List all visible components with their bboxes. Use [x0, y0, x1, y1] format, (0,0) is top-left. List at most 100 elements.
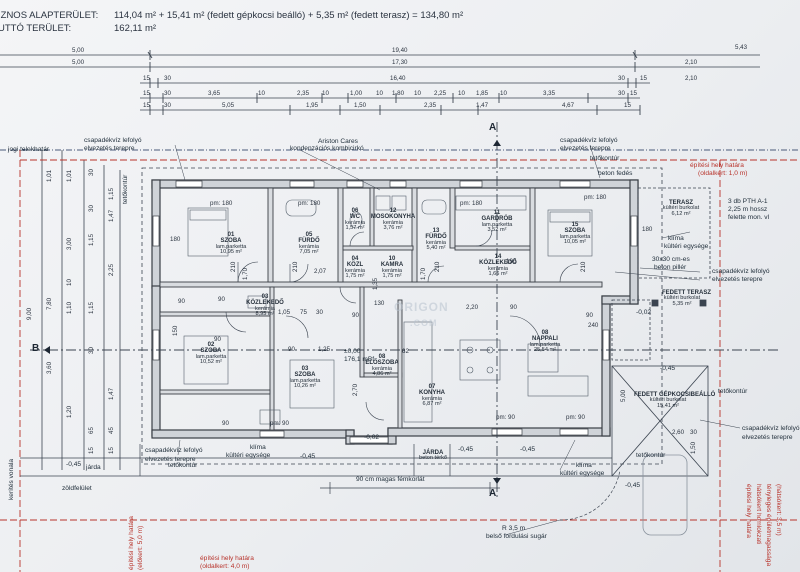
- dim-label: pm: 180: [460, 200, 483, 207]
- sidewalk-label: járda: [86, 464, 101, 471]
- build-limit-label: tényleges épületmagassága: [765, 484, 772, 567]
- dim-label: 30: [164, 102, 171, 109]
- ac-unit-label: kültéri egysége: [226, 452, 271, 459]
- dim-label: pm: 90: [270, 420, 289, 427]
- dim-label: 240: [588, 322, 599, 329]
- dim-label: 10: [458, 90, 465, 97]
- section-a-label: A: [489, 122, 497, 133]
- drain-note: elvezetés terepre: [742, 434, 793, 441]
- level-label: -0,45: [520, 446, 536, 453]
- dim-label: 1,15: [88, 233, 95, 246]
- dim-label: 2,70: [352, 383, 359, 396]
- dim-label: 75: [300, 309, 307, 316]
- dim-label: 5,05: [222, 102, 235, 109]
- area1-value: 114,04 m² + 15,41 m² (fedett gépkocsi be…: [114, 10, 464, 21]
- windows: [152, 180, 638, 444]
- build-limit-label: (előkert: 5,0 m): [137, 525, 144, 570]
- level-label: -0,45: [300, 453, 316, 460]
- dim-label: 30: [88, 205, 95, 212]
- concrete-cover-label: beton fedés: [598, 170, 633, 177]
- boiler-note: kondenzációs kombicirkó: [290, 145, 364, 152]
- roof-contour-label: tetőkontúr: [590, 155, 620, 162]
- section-markers: [44, 140, 501, 484]
- dim-label: 1,35: [372, 277, 379, 290]
- building-limit-lines: [0, 150, 800, 572]
- level-label: -0,02: [636, 309, 652, 316]
- dim-label: 30: [88, 169, 95, 176]
- dim-label: 2,25: [434, 90, 447, 97]
- build-limit-label: (oldalkert: 4,0 m): [200, 563, 250, 570]
- drain-note: elvezetés terepre: [712, 276, 763, 283]
- build-limit-label: építési hely határa: [128, 516, 135, 570]
- lintel-note: 3 db PTH A-1: [728, 198, 768, 205]
- dim-label: 5,00: [620, 389, 627, 402]
- dim-label: 150: [172, 325, 179, 336]
- dim-label: 2,60: [672, 429, 685, 436]
- boiler-note: Ariston Cares: [318, 138, 358, 145]
- level-label: -0,45: [458, 446, 474, 453]
- build-limit-label: építési hely határa: [690, 162, 744, 169]
- level-label: -0,02: [364, 434, 380, 441]
- roof-contour-label: tetőkontúr: [718, 388, 748, 395]
- level-zero-label: 176,1 mBf: [344, 356, 375, 363]
- drain-note: csapadékvíz lefolyó: [84, 137, 142, 144]
- dim-label: 7,80: [46, 297, 53, 310]
- area2-value: 162,11 m²: [114, 23, 157, 34]
- dim-label: 15: [630, 90, 637, 97]
- drain-note: csapadékvíz lefolyó: [560, 137, 618, 144]
- drain-note: elvezetés terepre: [560, 145, 611, 152]
- dim-label: 2,25: [108, 263, 115, 276]
- level-zero-label: ±0,00: [344, 348, 361, 355]
- dim-label: 15: [143, 75, 150, 82]
- dim-label: 15: [624, 102, 631, 109]
- build-limit-label: (oldalkert: 1,0 m): [698, 170, 748, 177]
- dim-label: 3,60: [46, 361, 53, 374]
- dim-label: 15: [143, 102, 150, 109]
- build-limit-label: építési hely határa: [200, 555, 254, 562]
- dim-label: 30: [618, 75, 625, 82]
- ac-unit-label: kültéri egysége: [664, 243, 709, 250]
- dim-label: 30: [164, 90, 171, 97]
- dim-label: 2,10: [685, 75, 698, 82]
- dim-label: 3,35: [543, 90, 556, 97]
- roof-contour-label: tetőkontúr: [122, 174, 129, 204]
- dim-label: 2,35: [297, 90, 310, 97]
- dim-label: 1,15: [108, 187, 115, 200]
- area1-label: IZNOS ALAPTERÜLET:: [0, 10, 99, 21]
- dim-label: 62: [402, 348, 409, 355]
- dim-label: 10: [66, 279, 73, 286]
- watermark: ORIGON: [394, 300, 449, 314]
- top-dimension-lines: [0, 54, 760, 111]
- dim-label: 90: [222, 420, 229, 427]
- ac-unit-label: kültéri egysége: [560, 470, 605, 477]
- ac-unit-label: klíma: [668, 235, 684, 242]
- dim-label: 210: [434, 261, 441, 272]
- fence-line-label: kerítés vonala: [8, 458, 15, 500]
- dim-label: pm: 180: [298, 200, 321, 207]
- level-label: -0,45: [625, 482, 641, 489]
- dim-label: 90: [214, 336, 221, 343]
- dim-label: 90: [586, 312, 593, 319]
- watermark: .COM: [410, 318, 438, 328]
- dim-label: 45: [108, 427, 115, 434]
- pillar-label: beton pillér: [654, 264, 687, 271]
- roof-contour-label: tetőkontúr: [168, 462, 198, 469]
- dim-label: 17,30: [392, 59, 408, 66]
- dim-label: 30: [690, 429, 697, 436]
- roof-contour: [141, 167, 663, 465]
- dim-label: 1,25: [318, 346, 331, 353]
- level-label: -0,45: [660, 365, 676, 372]
- door-swings: [225, 229, 579, 421]
- dim-label: 30: [88, 347, 95, 354]
- dim-label: 1,85: [476, 90, 489, 97]
